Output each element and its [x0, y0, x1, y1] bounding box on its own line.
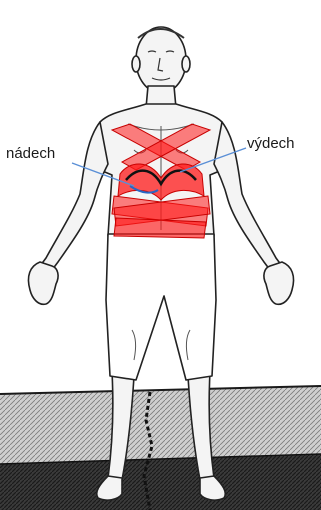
exhale-label: výdech: [247, 136, 295, 151]
inhale-label: nádech: [6, 146, 55, 161]
floor-mats: [0, 386, 321, 510]
